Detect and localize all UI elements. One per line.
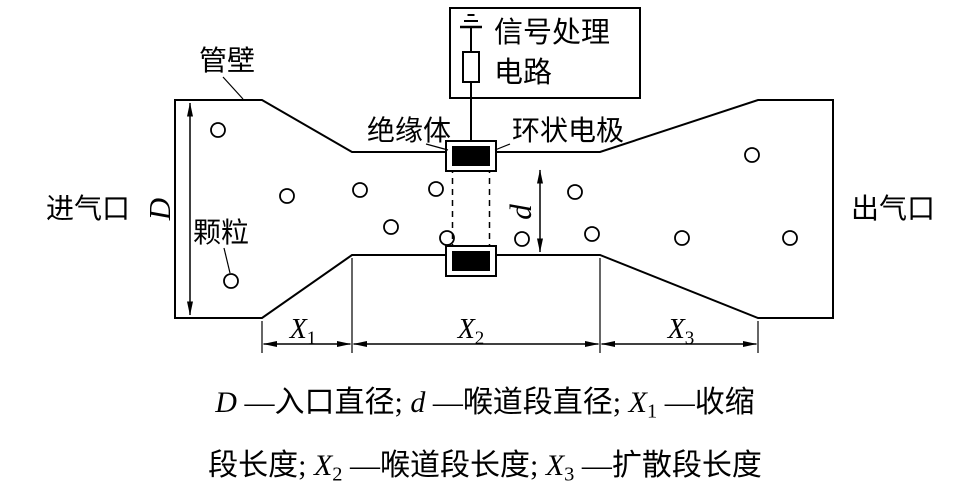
pipe-outline [174,99,834,319]
signal-circuit-box [449,7,641,99]
particle-icon [567,184,583,200]
dim-x3-base: X [667,314,686,345]
ring-electrode-top [452,146,490,166]
dim-x3-label: X3 [667,314,695,349]
particle-icon [744,147,760,163]
caption-text: —扩散段长度 [574,448,762,482]
venturi-diagram: 管壁 颗粒 进气口 出气口 D [46,7,935,353]
caption-text: 段长度; [208,448,314,482]
dim-x2-label: X2 [457,314,485,349]
pipe-wall-label: 管壁 [199,45,255,77]
caption-text: X [628,386,647,419]
dim-x2-sub: 2 [475,328,485,349]
caption-text: X [313,448,333,482]
caption-text: d [410,386,426,419]
inlet-diameter-label: D [142,198,177,221]
signal-circuit-label-line1: 信号处理 [494,16,610,49]
dim-x3-sub: 3 [685,328,695,349]
caption-text: —喉道段直径; [425,386,629,419]
particles [210,122,798,289]
resistor-icon [462,51,480,83]
figure-caption: D —入口直径; d —喉道段直径; X1 —收缩 段长度; X2 —喉道段长度… [0,376,970,501]
dim-x1-sub: 1 [307,328,317,349]
caption-text: 1 [646,400,658,423]
caption-line-1: D —入口直径; d —喉道段直径; X1 —收缩 [0,376,970,439]
caption-text: X [545,448,565,482]
caption-text: D [215,386,237,419]
particle-icon [383,219,399,235]
particle-icon [428,181,444,197]
particle-icon [223,273,239,289]
caption-text: —收缩 [657,386,755,419]
particle-icon [279,188,295,204]
ring-electrode-bottom [452,251,490,271]
caption-text: 3 [564,463,575,486]
ring-electrode-label: 环状电极 [512,115,624,147]
particle-icon [674,230,690,246]
ring-electrode-leader-line [494,143,511,151]
bottom-electrode-assembly [445,245,497,277]
dim-x1-base: X [289,314,308,345]
dim-x1-label: X1 [289,314,317,349]
dim-x2-base: X [457,314,476,345]
extension-lines [261,258,759,353]
particle-leader-line [223,247,231,274]
caption-line-2: 段长度; X2 —喉道段长度; X3 —扩散段长度 [0,439,970,502]
caption-text: —喉道段长度; [342,448,546,482]
particle-label: 颗粒 [193,217,249,249]
particle-icon [782,230,798,246]
particle-icon [514,231,530,247]
particle-icon [210,122,226,138]
ground-icon [460,14,482,29]
caption-text: 2 [332,463,343,486]
insulator-leader-line [425,143,449,151]
insulator-label: 绝缘体 [367,115,451,147]
particle-icon [584,226,600,242]
top-electrode-assembly [445,140,497,172]
signal-circuit-label-line2: 电路 [494,56,552,89]
particle-icon [352,182,368,198]
throat-diameter-label: d [503,204,538,220]
pipe-wall-leader-line [222,76,244,100]
caption-text: —入口直径; [236,386,411,419]
inlet-label: 进气口 [46,193,130,225]
outlet-label: 出气口 [851,193,935,225]
